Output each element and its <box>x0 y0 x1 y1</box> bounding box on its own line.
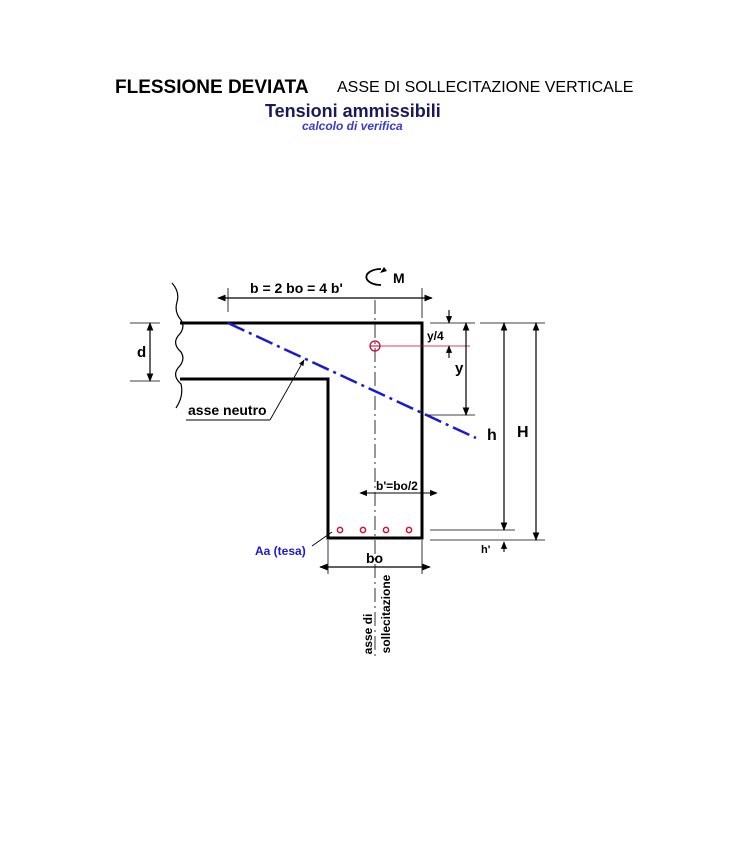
neutral-axis-label: asse neutro <box>188 402 267 418</box>
flange-break-line <box>171 282 184 409</box>
page-subtitle: Tensioni ammissibili <box>265 101 441 121</box>
load-axis-label-1: asse di <box>361 614 375 655</box>
steel-bar <box>382 526 390 534</box>
steel-bar <box>405 526 413 534</box>
moment-label: M <box>393 270 405 286</box>
H-label: H <box>517 424 529 441</box>
b-formula-label: b = 2 bo = 4 b' <box>250 280 343 296</box>
steel-bar <box>359 526 367 534</box>
steel-label: Aa (tesa) <box>255 544 306 558</box>
page-title-side: ASSE DI SOLLECITAZIONE VERTICALE <box>337 79 634 96</box>
page-subtitle-small: calcolo di verifica <box>302 119 403 133</box>
y-quarter-label: y/4 <box>427 329 444 343</box>
steel-leader <box>311 531 333 547</box>
h-label: h <box>487 427 497 444</box>
b-prime-label: b'=bo/2 <box>376 479 418 493</box>
neutral-axis-line <box>227 321 477 440</box>
load-axis-label-2: sollecitazione <box>379 574 393 653</box>
moment-icon <box>365 268 382 286</box>
page-title: FLESSIONE DEVIATA <box>115 77 309 98</box>
steel-bar <box>336 526 344 534</box>
t-section-outline <box>180 321 424 540</box>
d-label: d <box>137 344 146 361</box>
moment-arrow-icon <box>380 267 387 273</box>
y-label: y <box>455 360 464 377</box>
neutral-axis-leader <box>269 359 305 421</box>
bo-label: bo <box>366 550 383 566</box>
h-prime-label: h' <box>481 544 491 556</box>
